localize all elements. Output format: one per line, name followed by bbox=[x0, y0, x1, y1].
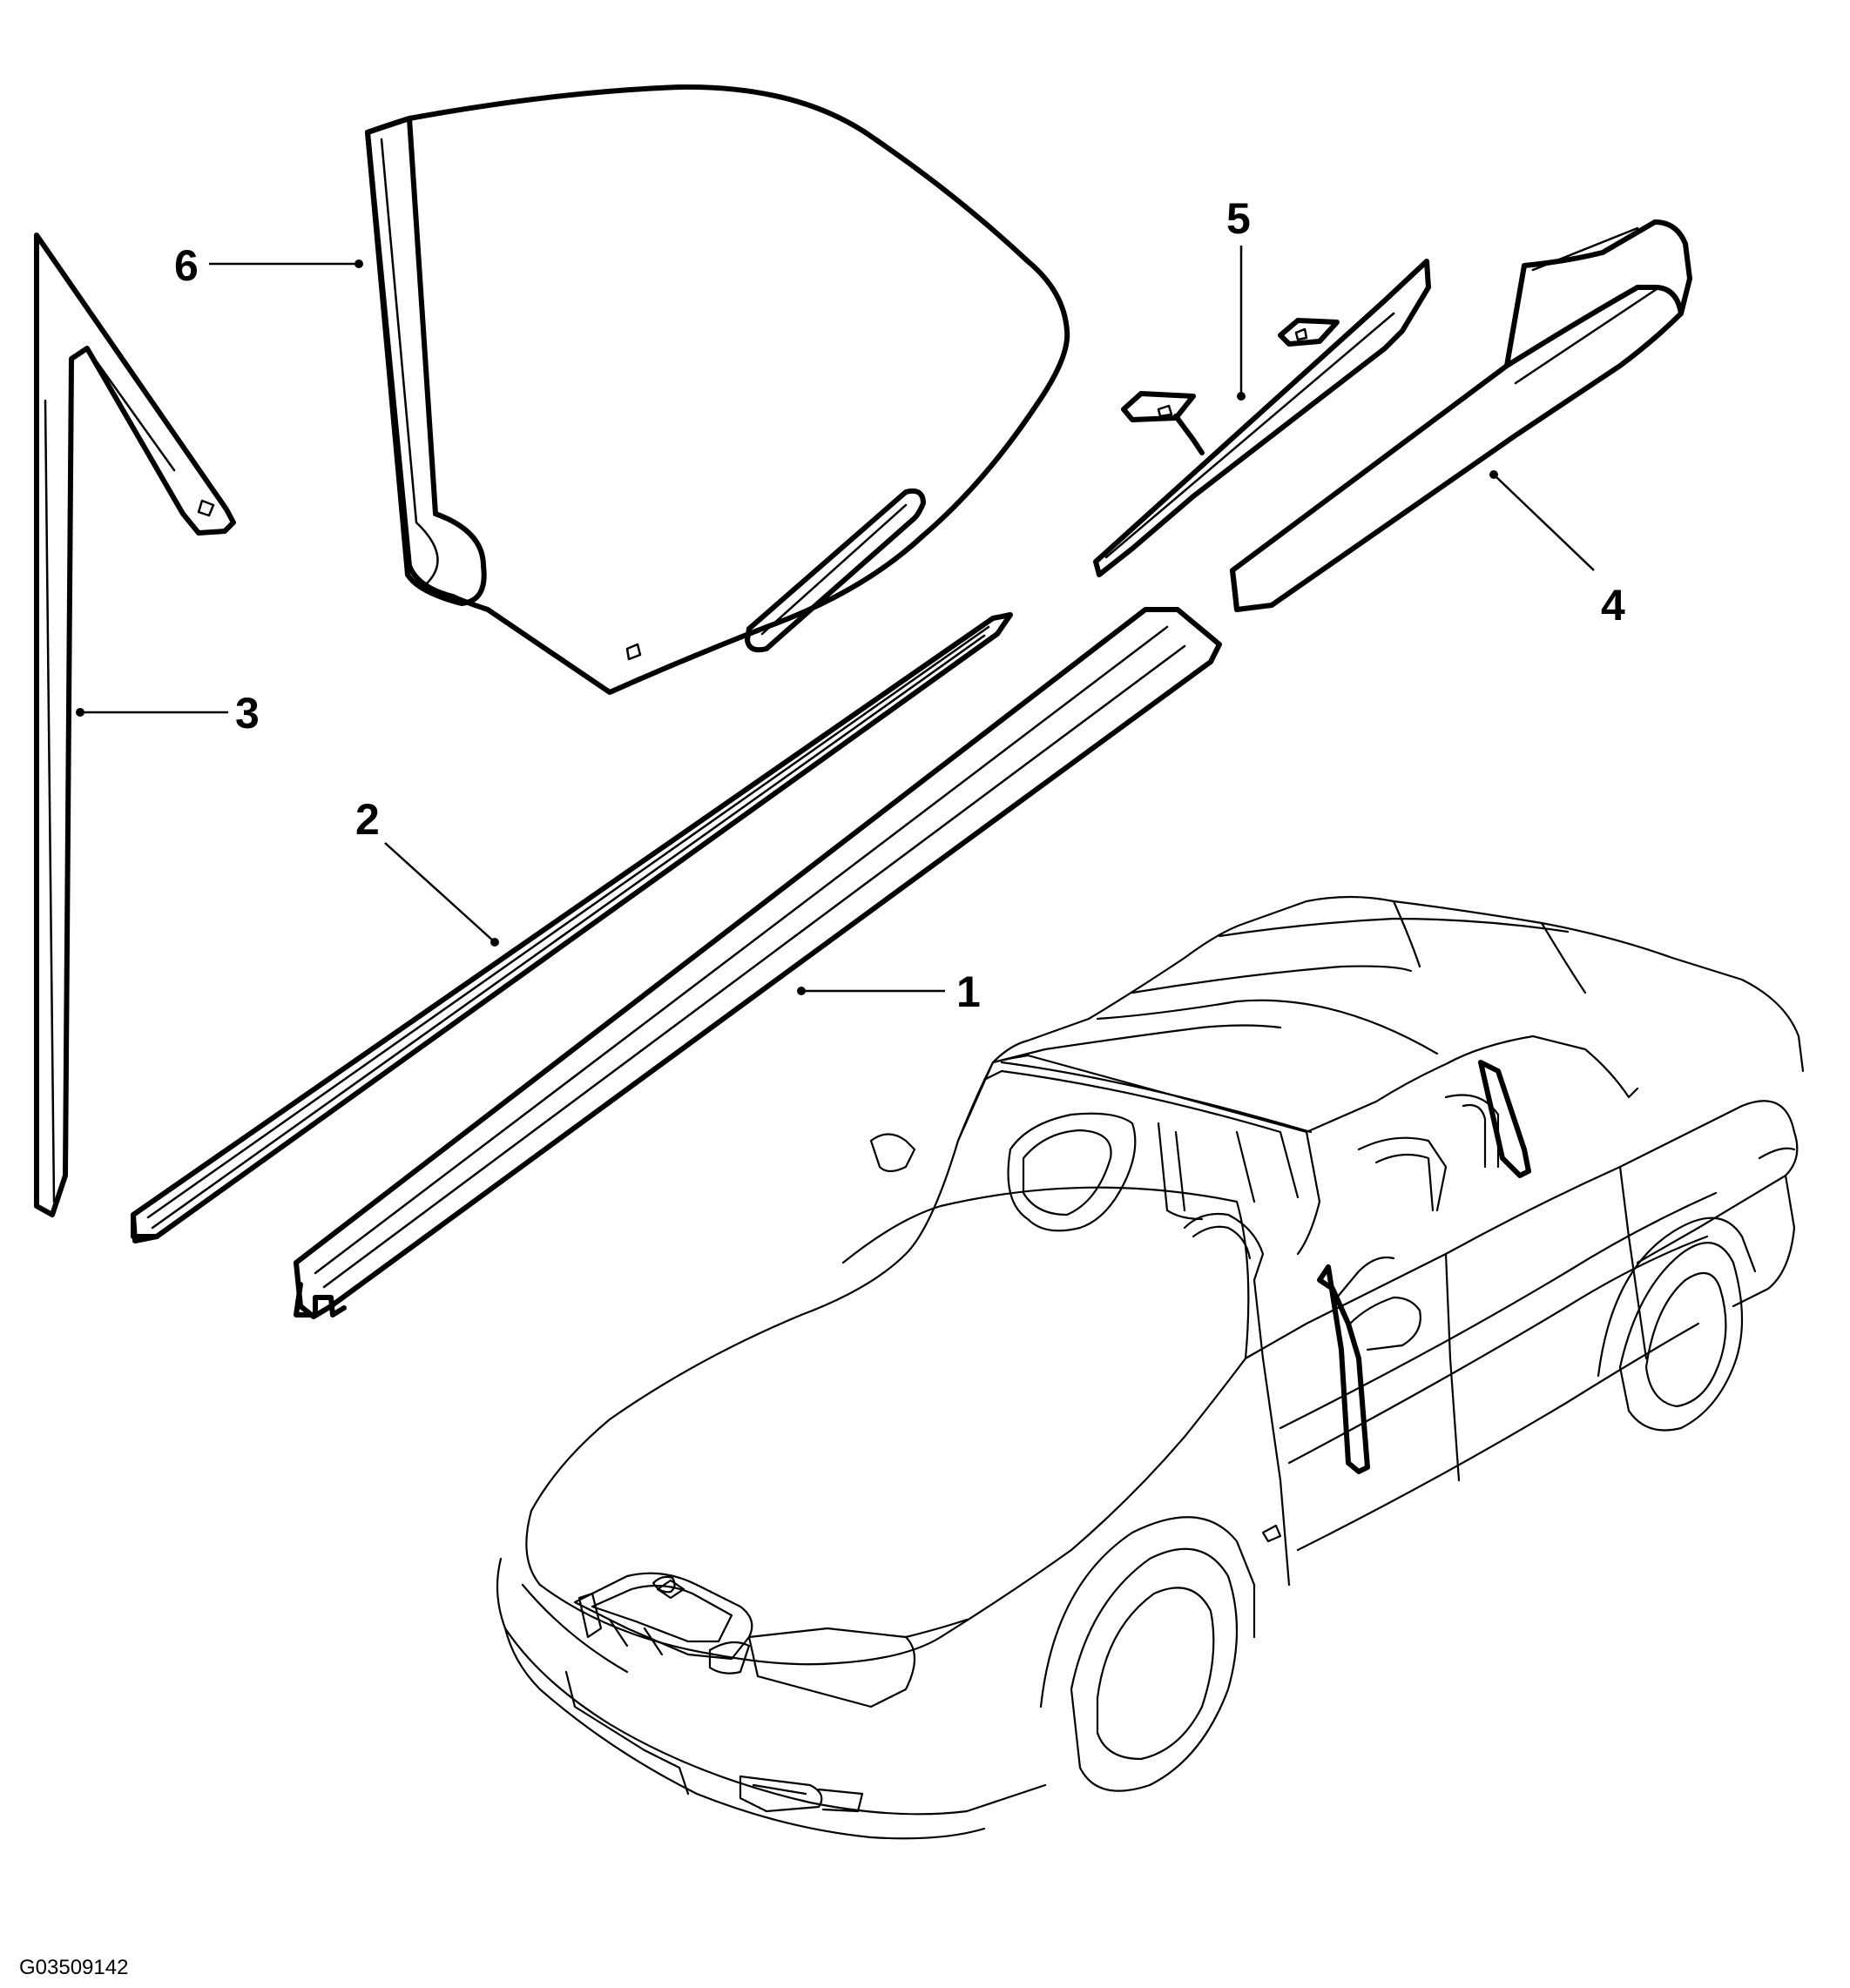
part-3-window-seal bbox=[34, 232, 236, 1217]
callout-6: 6 bbox=[174, 241, 199, 290]
callout-5: 5 bbox=[1226, 194, 1251, 243]
car-illustration bbox=[496, 895, 1805, 1840]
callout-1: 1 bbox=[956, 967, 981, 1016]
callout-2: 2 bbox=[355, 795, 380, 844]
figure-id: G03509142 bbox=[19, 1956, 128, 1979]
part-6-door-glass bbox=[365, 84, 1070, 695]
part-2-inner-moulding bbox=[131, 612, 1013, 1243]
callout-3: 3 bbox=[235, 689, 260, 738]
part-4-rear-moulding bbox=[1230, 219, 1692, 612]
part-1-outer-moulding bbox=[294, 607, 1222, 1319]
callout-4: 4 bbox=[1601, 581, 1625, 630]
part-5-quarter-bracket bbox=[1093, 259, 1431, 577]
leader-lines bbox=[76, 246, 1595, 995]
